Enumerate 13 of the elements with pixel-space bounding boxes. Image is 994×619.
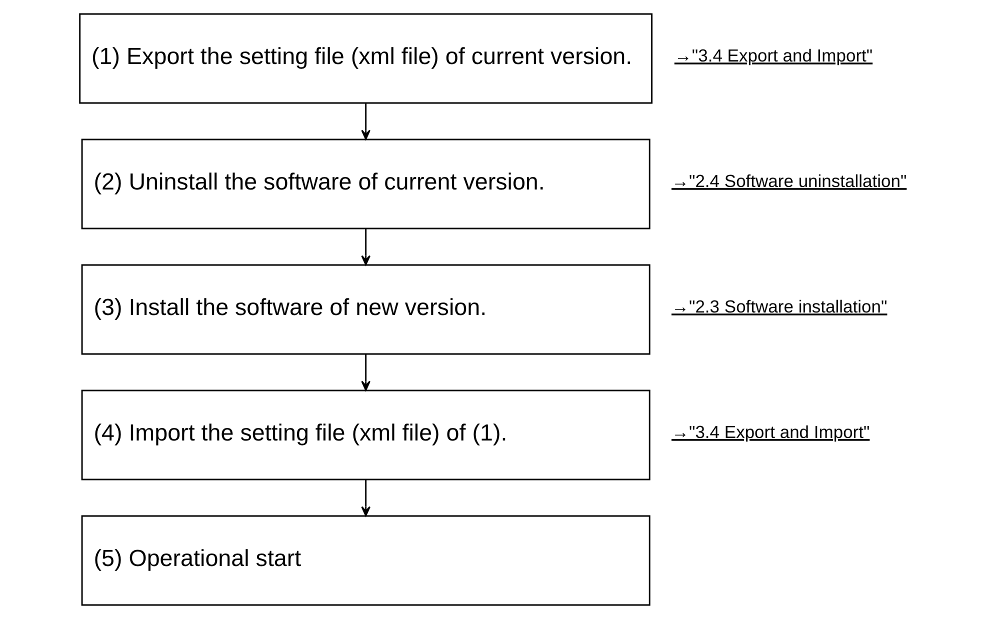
node-box: (4) Import the setting file (xml file) of (1).	[80, 390, 650, 480]
arrow	[360, 480, 370, 516]
node-label: →"2.3 Software installation"	[670, 296, 887, 317]
arrow	[360, 229, 370, 266]
node-box: (3) Install the software of new version.	[80, 264, 650, 355]
node-box: (5) Operational start	[80, 515, 650, 606]
node-box: (2) Uninstall the software of current version.	[80, 138, 650, 230]
node-label: →"2.4 Software uninstallation"	[670, 171, 906, 192]
arrow	[360, 354, 370, 391]
node-label: →"3.4 Export and Import"	[674, 46, 872, 66]
node-box: (1) Export the setting file (xml file) of current version.	[78, 13, 652, 104]
node-label: →"3.4 Export and Import"	[670, 422, 870, 442]
arrow	[360, 104, 370, 140]
